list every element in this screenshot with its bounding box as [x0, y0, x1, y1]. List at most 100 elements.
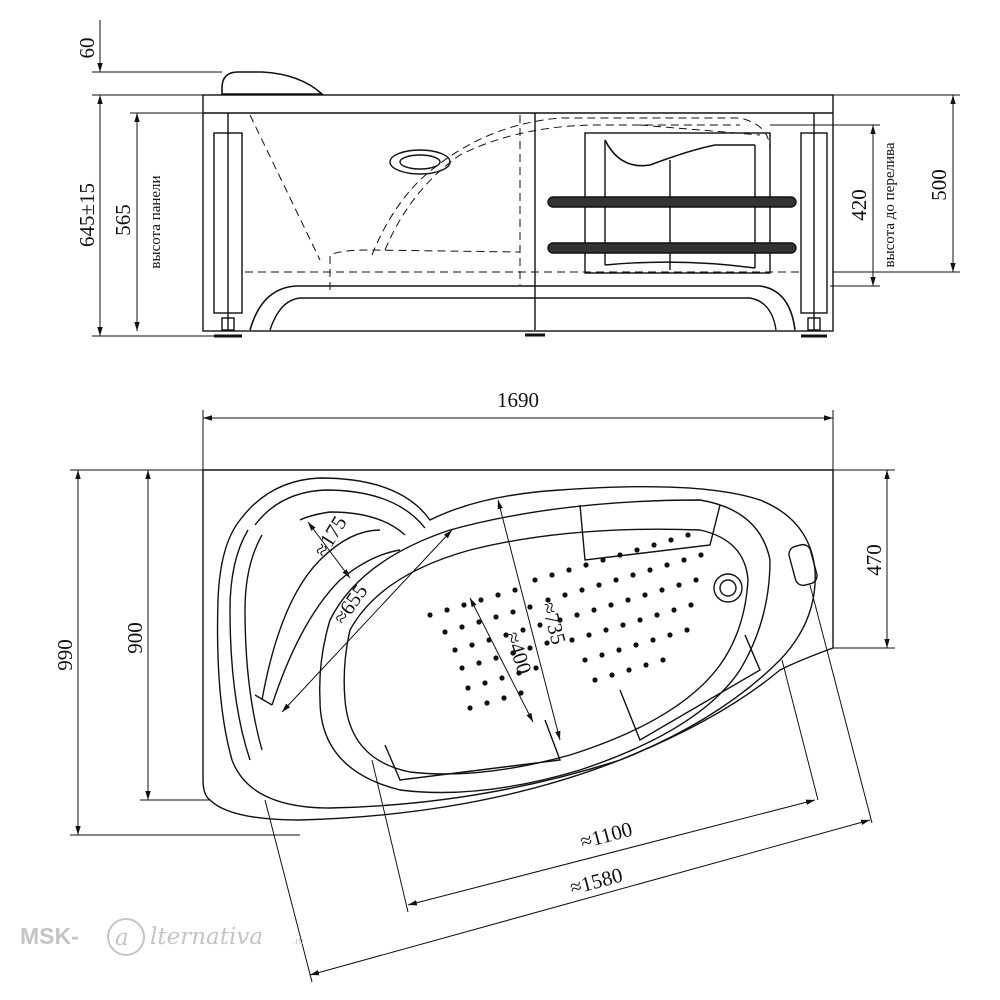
top-view-labels: 1690 990 900 470 ≈1100 ≈1580 ≈175 ≈655 ≈… — [53, 388, 886, 900]
top-view-dimensions — [70, 410, 895, 983]
jet-hole — [467, 705, 473, 711]
jet-hole — [685, 532, 691, 538]
jet-hole — [574, 612, 580, 618]
watermark-prefix: MSK- — [20, 923, 79, 949]
headrest-pillow — [221, 71, 325, 95]
jet-hole — [527, 604, 533, 610]
grab-handle-upper — [547, 196, 797, 208]
jet-hole — [625, 597, 631, 603]
jet-hole — [566, 567, 572, 573]
jet-hole — [626, 667, 632, 673]
jet-hole — [452, 647, 458, 653]
jet-hole — [579, 587, 585, 593]
dim-total-height: 645±15 — [75, 183, 99, 247]
dim-rim-height: 500 — [927, 169, 951, 201]
watermark-suffix: lternativa — [150, 924, 263, 950]
jet-hole — [476, 660, 482, 666]
jet-hole — [465, 685, 471, 691]
jet-hole — [667, 632, 673, 638]
jet-hole — [591, 607, 597, 613]
dim-top-offset: 60 — [75, 38, 99, 59]
jet-hole — [651, 542, 657, 548]
jet-hole — [698, 552, 704, 558]
jet-hole — [444, 607, 450, 613]
dim-inner-length: ≈1100 — [578, 817, 635, 854]
jet-hole — [681, 557, 687, 563]
jet-hole — [592, 677, 598, 683]
jet-hole — [459, 624, 465, 630]
jet-hole — [532, 577, 538, 583]
jet-hole — [512, 587, 518, 593]
jet-hole — [617, 552, 623, 558]
at-sign-glyph: a — [115, 925, 129, 951]
dim-backrest: ≈655 — [328, 579, 372, 628]
jet-hole — [427, 612, 433, 618]
jet-hole — [613, 577, 619, 583]
jet-hole — [684, 627, 690, 633]
jet-hole — [482, 680, 488, 686]
jet-hole — [478, 597, 484, 603]
jet-hole — [586, 632, 592, 638]
side-view-labels: 60 645±15 565 высота панели 420 высота д… — [75, 38, 951, 269]
at-sign-icon — [107, 918, 145, 956]
top-outer-outline — [202, 469, 834, 821]
jet-hole — [693, 577, 699, 583]
dim-headrest: ≈175 — [308, 512, 351, 561]
jet-hole — [459, 665, 465, 671]
dim-overall-length: 1690 — [497, 388, 539, 412]
dim-right-end-width: 470 — [862, 544, 886, 576]
jet-hole — [668, 537, 674, 543]
side-view-dimensions — [92, 20, 960, 337]
jet-hole — [688, 602, 694, 608]
label-panel-height: высота панели — [148, 175, 164, 268]
jet-hole — [599, 652, 605, 658]
side-handle — [788, 543, 818, 587]
bowl-inner — [343, 528, 749, 775]
jet-hole — [493, 614, 499, 620]
jet-hole — [609, 672, 615, 678]
dim-overflow-height: 420 — [847, 189, 871, 221]
jet-hole — [634, 547, 640, 553]
jet-hole — [671, 607, 677, 613]
jet-hole — [582, 657, 588, 663]
jet-hole — [616, 647, 622, 653]
dim-overall-width: 990 — [53, 639, 77, 671]
watermark-domain: .ru — [293, 936, 304, 946]
jet-hole — [442, 629, 448, 635]
jet-hole — [630, 572, 636, 578]
jet-hole — [603, 627, 609, 633]
jet-hole — [493, 655, 499, 661]
jet-hole — [654, 612, 660, 618]
jet-hole — [633, 642, 639, 648]
leg-left — [213, 113, 243, 338]
rim-outer-contour — [216, 477, 816, 809]
jet-hole — [676, 582, 682, 588]
jet-hole — [660, 657, 666, 663]
label-overflow-height: высота до перелива — [882, 142, 898, 267]
jet-hole — [637, 617, 643, 623]
jet-hole — [647, 567, 653, 573]
dim-panel-height: 565 — [111, 204, 135, 236]
jet-hole — [650, 637, 656, 643]
jet-hole — [659, 587, 665, 593]
jet-hole — [600, 557, 606, 563]
jet-hole — [608, 602, 614, 608]
dim-short-width: 900 — [123, 622, 147, 654]
dim-bowl-length: ≈735 — [537, 599, 571, 647]
jet-hole — [562, 592, 568, 598]
side-panel-outline — [202, 94, 834, 332]
side-view — [202, 71, 834, 338]
dim-diagonal-length: ≈1580 — [567, 863, 625, 900]
jet-hole — [642, 592, 648, 598]
jet-hole — [484, 700, 490, 706]
jet-hole — [643, 662, 649, 668]
jet-hole — [499, 675, 505, 681]
drain — [713, 573, 743, 603]
jet-hole — [569, 637, 575, 643]
jet-hole — [495, 592, 501, 598]
jet-hole — [620, 622, 626, 628]
watermark: MSK- a lternativa .ru — [20, 918, 304, 956]
jet-hole — [461, 602, 467, 608]
jet-hole — [549, 572, 555, 578]
jet-hole — [596, 582, 602, 588]
